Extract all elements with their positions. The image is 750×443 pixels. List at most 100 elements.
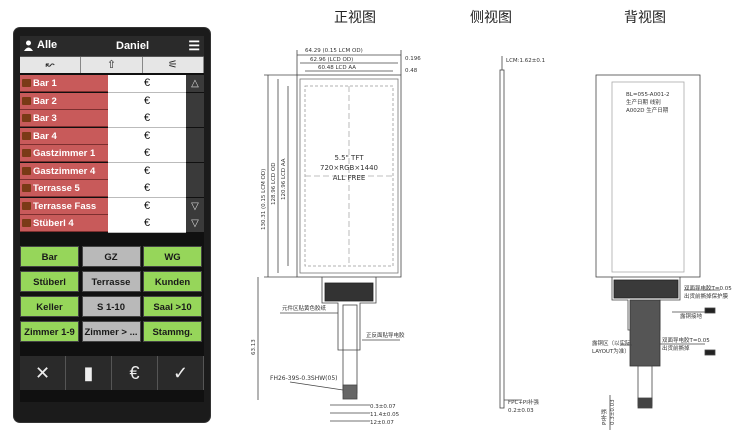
table-name[interactable]: Bar 4	[20, 127, 108, 145]
table-name[interactable]: Terrasse Fass	[20, 197, 108, 215]
back-note-7: 出货前撕掉	[662, 344, 690, 352]
table-name[interactable]: Gastzimmer 4	[20, 162, 108, 180]
panel-size: 5.5" TFT	[334, 154, 364, 162]
table-name-label: Terrasse 5	[33, 183, 80, 194]
menu-icon[interactable]: ☰	[188, 38, 200, 53]
back-label-1: BL=055-A001-2	[626, 92, 670, 98]
front-lcd-outline	[299, 78, 399, 274]
back-label-2: 生产日期 线别	[626, 98, 661, 106]
scroll-arrow[interactable]	[186, 110, 204, 127]
fpc-note-1: 元件区贴黄色胶纸	[282, 304, 327, 312]
table-row[interactable]: Terrasse 5€	[20, 180, 204, 198]
bottom-actions: ✕ ▮ € ✓	[20, 356, 204, 390]
table-name[interactable]: Bar 3	[20, 110, 108, 127]
dim-aa-width: 60.48 LCD AA	[318, 65, 356, 71]
table-name-label: Bar 2	[33, 95, 57, 107]
area-button[interactable]: GZ	[81, 246, 141, 267]
back-note-3: 露铜接地	[680, 312, 703, 320]
area-button[interactable]: Zimmer > ...	[81, 321, 141, 342]
area-button[interactable]: WG	[143, 246, 202, 267]
pay-button[interactable]: €	[112, 356, 158, 390]
panel-note: ALL FREE	[333, 174, 366, 182]
euro-icon: €	[129, 363, 140, 383]
table-name-label: Terrasse Fass	[33, 200, 97, 212]
side-profile	[499, 69, 505, 409]
pos-screen: Alle Daniel ☰ ↜ ⇧ ⚟ Bar 1€△Bar 2€Bar 3€B…	[20, 36, 204, 402]
waiter-name: Daniel	[116, 40, 150, 52]
connector-label: FH26-39S-0.3SHW(05)	[270, 375, 337, 382]
dim-aa-height: 120.96 LCD AA	[281, 158, 287, 200]
area-button[interactable]: Stüberl	[20, 271, 79, 292]
area-button[interactable]: Zimmer 1-9	[20, 321, 79, 342]
table-name-label: Stüberl 4	[33, 218, 74, 229]
table-name-label: Bar 4	[33, 130, 57, 142]
table-row[interactable]: Bar 1€△	[20, 75, 204, 93]
back-note-4: 露铜区（以实际	[592, 339, 631, 347]
up-arrow-icon[interactable]: ⇧	[81, 57, 143, 73]
table-row[interactable]: Stüberl 4 €▽	[20, 215, 204, 233]
scroll-arrow[interactable]: ▽	[186, 215, 204, 232]
scroll-arrow[interactable]	[186, 162, 204, 180]
table-icon	[22, 96, 31, 105]
table-icon	[22, 79, 31, 87]
dim-lcd-height: 128.96 LCD OD	[271, 163, 277, 205]
user-filter[interactable]: Alle	[24, 39, 57, 51]
pos-device: Alle Daniel ☰ ↜ ⇧ ⚟ Bar 1€△Bar 2€Bar 3€B…	[14, 28, 210, 422]
dim-lcm-height: 130.31 (0.15 LCM OD)	[261, 169, 267, 230]
table-amount: €	[108, 215, 186, 233]
table-name-label: Bar 1	[33, 78, 57, 89]
back-view-title: 背视图	[624, 10, 666, 26]
pitch-2: 11.4±0.05	[370, 412, 400, 418]
confirm-button[interactable]: ✓	[158, 356, 204, 390]
panel-resolution: 720×RGB×1440	[320, 164, 378, 172]
back-label-3: A002D 生产日期	[626, 106, 669, 114]
back-outline	[595, 74, 701, 278]
scroll-arrow[interactable]	[186, 145, 204, 162]
table-list: Bar 1€△Bar 2€Bar 3€Bar 4€Gastzimmer 1€Ga…	[20, 75, 204, 233]
scroll-arrow[interactable]	[186, 127, 204, 145]
dim-lcd-width: 62.96 (LCD OD)	[310, 57, 353, 63]
side-stiffener: FPC+PI补强	[508, 398, 539, 406]
area-button[interactable]: Bar	[20, 246, 79, 267]
top-bar: Alle Daniel ☰	[20, 36, 204, 57]
pitch-1: 0.3±0.07	[370, 404, 396, 410]
table-icon	[22, 114, 31, 122]
area-button[interactable]: Saal >10	[143, 296, 202, 317]
area-button[interactable]: S 1-10	[81, 296, 141, 317]
area-button[interactable]: Terrasse	[81, 271, 141, 292]
area-button[interactable]: Stammg.	[143, 321, 202, 342]
split-icon[interactable]: ⚟	[142, 57, 204, 73]
table-row[interactable]: Bar 3€	[20, 110, 204, 128]
scroll-arrow[interactable]	[186, 92, 204, 110]
user-filter-label: Alle	[37, 39, 58, 51]
table-name[interactable]: Gastzimmer 1	[20, 145, 108, 162]
table-name[interactable]: Stüberl 4	[20, 215, 108, 232]
dim-right-2: 0.48	[405, 68, 418, 74]
back-note-5: LAYOUT为准）	[592, 347, 630, 355]
area-button[interactable]: Keller	[20, 296, 79, 317]
side-view-title: 侧视图	[470, 10, 512, 26]
table-name-label: Gastzimmer 4	[33, 165, 96, 177]
back-pi-dim: 0.3±0.03	[610, 399, 616, 425]
scroll-arrow[interactable]: ▽	[186, 197, 204, 215]
scroll-arrow[interactable]	[186, 180, 204, 197]
front-lcm-outline	[296, 74, 402, 278]
close-icon: ✕	[34, 363, 51, 383]
table-name[interactable]: Terrasse 5	[20, 180, 108, 197]
table-icon	[22, 149, 31, 157]
table-name-label: Bar 3	[33, 113, 57, 124]
area-button[interactable]: Kunden	[143, 271, 202, 292]
swap-icon[interactable]: ↜	[20, 57, 82, 73]
table-icon	[22, 131, 31, 140]
table-row[interactable]: Terrasse Fass€▽	[20, 197, 204, 216]
cancel-button[interactable]: ✕	[20, 356, 66, 390]
scroll-arrow[interactable]: △	[186, 75, 204, 92]
user-icon	[24, 40, 33, 51]
check-icon: ✓	[172, 363, 189, 383]
table-name[interactable]: Bar 1	[20, 75, 108, 92]
table-name[interactable]: Bar 2	[20, 92, 108, 110]
receipt-button[interactable]: ▮	[66, 356, 112, 390]
pitch-3: 12±0.07	[370, 420, 394, 426]
